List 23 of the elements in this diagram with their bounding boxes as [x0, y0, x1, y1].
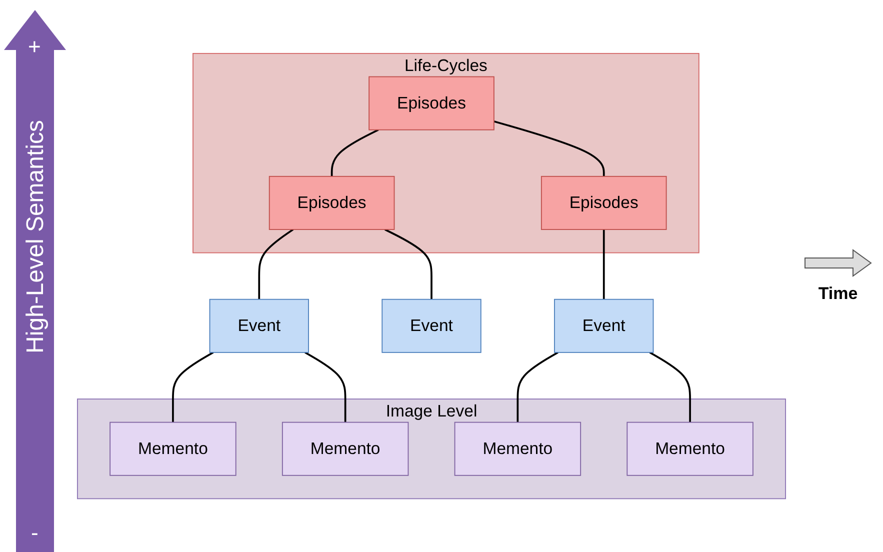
connector	[384, 228, 432, 300]
connector	[649, 352, 691, 422]
node-box: Memento	[110, 422, 236, 476]
node-box: Episodes	[368, 76, 494, 130]
connector	[602, 229, 605, 300]
node-box: Memento	[282, 422, 409, 476]
node-box: Episodes	[540, 176, 667, 230]
node-box: Memento	[626, 422, 754, 476]
node-box: Event	[554, 298, 654, 353]
axis-sign: +	[28, 34, 41, 60]
axis-label: Time	[818, 284, 858, 304]
connector	[258, 228, 294, 300]
node-box: Memento	[454, 422, 582, 476]
node-box: Event	[209, 298, 309, 353]
node-box: Episodes	[268, 176, 395, 230]
axis-sign: -	[31, 520, 38, 546]
connector	[304, 352, 346, 422]
connector	[516, 352, 558, 422]
axis-label: High-Level Semantics	[22, 120, 50, 354]
node-box: Event	[382, 298, 482, 353]
connector	[172, 352, 214, 422]
connector	[494, 120, 605, 176]
connector	[330, 128, 379, 176]
